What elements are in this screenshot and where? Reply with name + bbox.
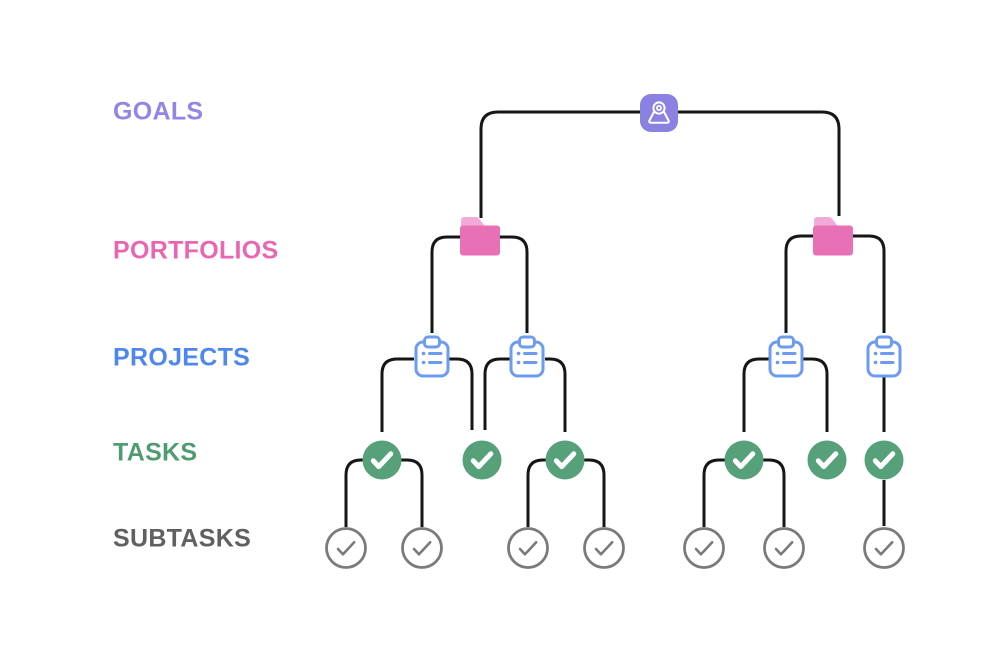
subtask-check-circle-icon-7 (863, 527, 905, 569)
level-label-goals: GOALS (113, 97, 204, 126)
task-check-circle-icon-2 (463, 441, 502, 480)
level-label-subtasks: SUBTASKS (113, 524, 252, 553)
connector-project2-to-task3 (545, 357, 567, 432)
connector-task4-to-subtask5 (702, 458, 725, 527)
project-clipboard-icon-3 (768, 335, 804, 378)
connector-task4-to-subtask6 (763, 458, 786, 527)
portfolio-folder-icon-1 (460, 217, 500, 256)
project-clipboard-icon-2 (509, 335, 545, 378)
connector-project1-to-task1 (380, 357, 414, 432)
task-check-circle-icon-3 (546, 441, 585, 480)
subtask-check-circle-icon-2 (401, 527, 443, 569)
task-check-circle-icon-6 (865, 441, 904, 480)
connector-project2-to-task2 (483, 357, 511, 430)
task-check-circle-icon-5 (808, 441, 847, 480)
task-check-circle-icon-4 (725, 441, 764, 480)
project-clipboard-icon-1 (414, 335, 450, 378)
project-clipboard-icon-4 (866, 335, 902, 378)
subtask-check-circle-icon-1 (325, 527, 367, 569)
connector-project3-to-task4 (742, 357, 770, 432)
subtask-check-circle-icon-4 (583, 527, 625, 569)
connector-task3-to-subtask3 (526, 458, 546, 527)
connector-project3-to-task5 (802, 357, 829, 432)
level-label-projects: PROJECTS (113, 343, 251, 372)
subtask-check-circle-icon-6 (763, 527, 805, 569)
goal-node-person-icon (639, 93, 679, 133)
task-check-circle-icon-1 (363, 441, 402, 480)
level-label-tasks: TASKS (113, 438, 198, 467)
subtask-check-circle-icon-5 (683, 527, 725, 569)
connector-task1-to-subtask2 (401, 458, 424, 527)
level-label-portfolios: PORTFOLIOS (113, 236, 279, 265)
connector-task3-to-subtask4 (584, 458, 606, 527)
portfolio-folder-icon-2 (813, 217, 853, 256)
subtask-check-circle-icon-3 (507, 527, 549, 569)
connector-task1-to-subtask1 (344, 458, 363, 527)
connector-project1-to-task2 (448, 357, 474, 430)
